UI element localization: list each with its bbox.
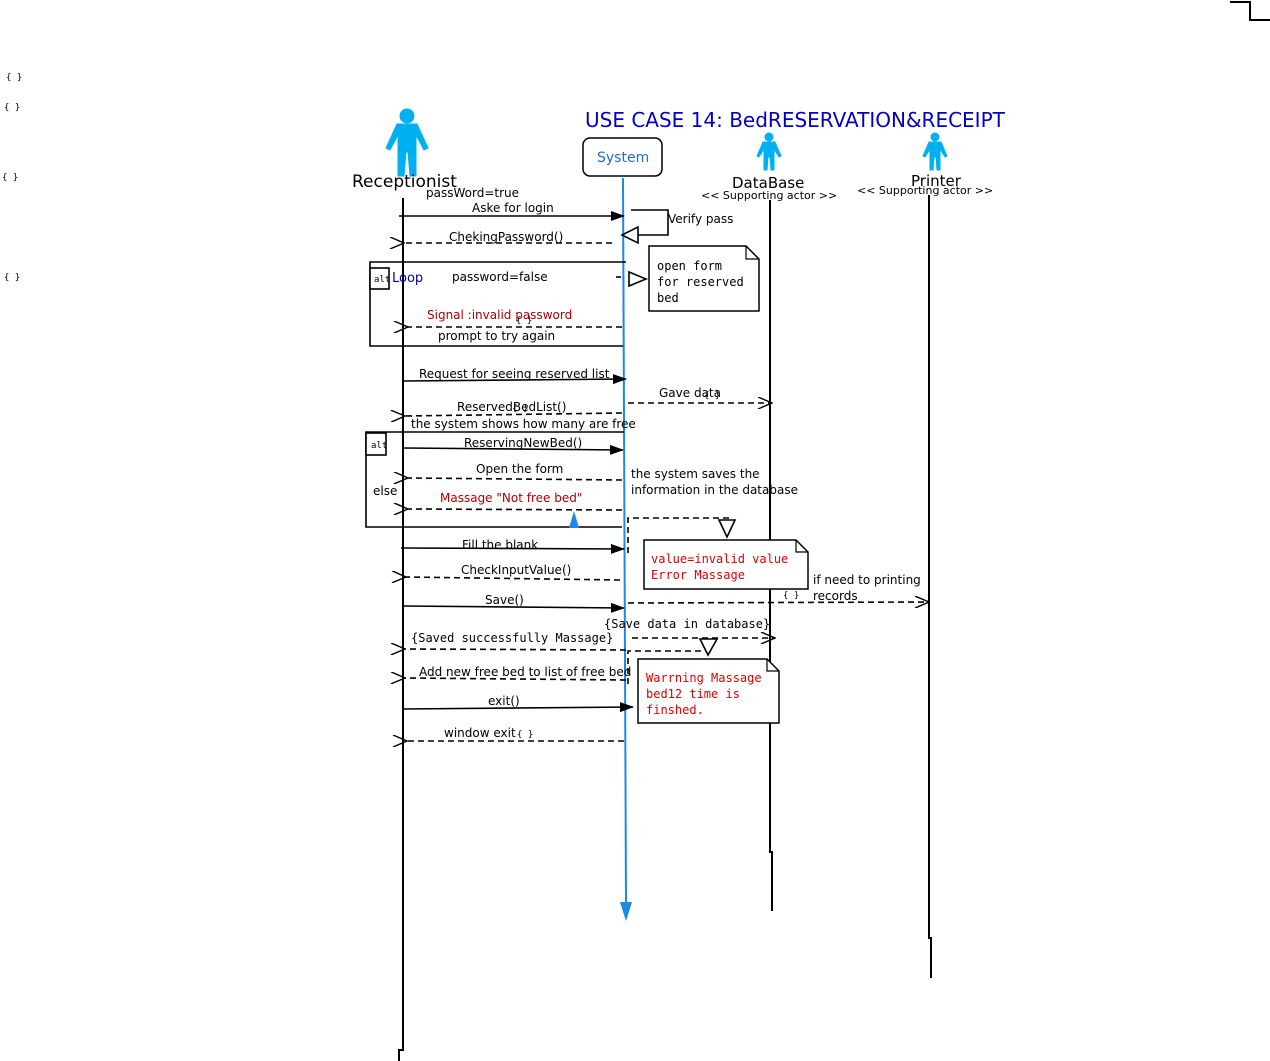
reply-arrow: [627, 602, 929, 603]
actor-receptionist: Receptionist: [352, 172, 457, 192]
fragment-label-alt: alt: [374, 275, 390, 285]
guard-password-false: password=false: [452, 270, 548, 284]
message-label: ReservedBedList(): [457, 400, 566, 414]
note-open-form: [648, 245, 760, 312]
reply-arrow: [405, 413, 623, 416]
person-icon: [385, 108, 429, 177]
corner-mark: [1230, 1, 1270, 21]
lifeline-database: [769, 200, 773, 911]
signal-label: Signal :invalid password: [427, 308, 572, 322]
note-fold: [745, 246, 759, 260]
reply-arrow: [408, 478, 623, 480]
margin-bracket: { }: [4, 103, 20, 113]
message-label: Open the form: [476, 462, 563, 476]
margin-bracket: { }: [6, 73, 22, 83]
message-label: ReservingNewBed(): [464, 436, 582, 450]
margin-bracket: { }: [2, 173, 18, 183]
message-braces: { }: [783, 591, 799, 601]
message-arrow: [402, 702, 634, 713]
message-label: the system shows how many are free: [411, 417, 636, 431]
fragment-label-loop: Loop: [392, 271, 423, 286]
message-label: Save(): [485, 593, 524, 607]
note-text: bed12 time is: [646, 687, 740, 701]
lifeline-system: [622, 177, 627, 906]
note-connector-arrowhead: [698, 638, 719, 657]
note-warning: [637, 658, 780, 724]
message-arrow: [400, 543, 625, 554]
lifeline-receptionist: [398, 198, 404, 1061]
actor-system: System: [597, 150, 649, 166]
note-text: value=invalid value: [651, 552, 788, 566]
message-label: Aske for login: [472, 201, 554, 215]
stereotype-database: << Supporting actor >>: [701, 189, 837, 202]
diagram-title: USE CASE 14: BedRESERVATION&RECEIPT: [585, 108, 1006, 132]
guard-password-true: passWord=true: [426, 186, 519, 200]
message-label: {Save data in database}: [604, 617, 770, 631]
message-label: window exit: [444, 726, 516, 740]
reply-arrow: [405, 649, 627, 650]
fragment-label-alt: alt: [371, 441, 387, 451]
note-connector: [627, 650, 710, 684]
note-connector: [627, 517, 729, 553]
note-connector-arrowhead: [717, 519, 737, 539]
person-icon: [756, 132, 782, 171]
note-connector-arrowhead: [628, 270, 649, 288]
signal-braces: { }: [516, 316, 532, 326]
fragment-alt: [365, 431, 624, 528]
fragment-loop: [369, 261, 626, 347]
fragment-label-else: else: [373, 484, 397, 498]
message-label: Add new free bed to list of free bed: [419, 665, 631, 679]
error-label: Massage "Not free bed": [440, 491, 582, 505]
note-invalid-value: [643, 539, 809, 590]
message-label: Request for seeing reserved list: [419, 367, 610, 381]
message-arrow: [401, 602, 625, 613]
note-text: open form: [657, 259, 722, 273]
self-message-arrow: [631, 209, 669, 236]
triangle-marker: [569, 511, 579, 528]
reply-arrow: [405, 678, 627, 680]
lifeline-system-arrowhead: [620, 902, 632, 921]
self-message-arrowhead: [620, 225, 639, 245]
margin-bracket: { }: [4, 273, 20, 283]
message-label: exit(): [488, 694, 520, 708]
reply-arrow: [408, 509, 623, 510]
message-label: {Saved successfully Massage}: [411, 631, 613, 645]
note-fold: [795, 540, 808, 553]
reply-arrow: [406, 577, 621, 580]
message-arrow: [403, 374, 627, 385]
fragment-tag-alt: [369, 267, 390, 290]
note-text: finshed.: [646, 703, 704, 717]
note-text: Warrning Massage: [646, 671, 762, 685]
message-label: records: [813, 589, 858, 603]
actor-printer: Printer: [911, 172, 962, 190]
person-icon: [922, 132, 948, 171]
message-label: Verify pass: [668, 212, 733, 226]
message-label: Fill the blank: [462, 538, 538, 552]
note-text: Error Massage: [651, 568, 745, 582]
message-label: CheckInputValue(): [461, 563, 571, 577]
lifeline-printer: [928, 195, 932, 978]
note-text: information in the database: [631, 483, 798, 497]
message-label: prompt to try again: [438, 329, 555, 343]
system-box[interactable]: [582, 137, 663, 177]
note-text: bed: [657, 291, 679, 305]
fragment-tag-alt: [365, 432, 387, 456]
message-label: if need to printing: [813, 573, 921, 587]
message-arrow: [403, 444, 624, 455]
note-fold: [766, 659, 779, 672]
message-braces: { }: [517, 730, 533, 740]
message-label: Gave data: [659, 386, 721, 400]
note-text: for reserved: [657, 275, 744, 289]
actor-database: DataBase: [732, 174, 804, 192]
note-text: the system saves the: [631, 467, 760, 481]
message-braces: { }: [512, 404, 528, 414]
message-braces: { }: [704, 391, 720, 401]
stereotype-printer: << Supporting actor >>: [857, 184, 993, 197]
message-label: ChekingPassword(): [449, 230, 563, 244]
